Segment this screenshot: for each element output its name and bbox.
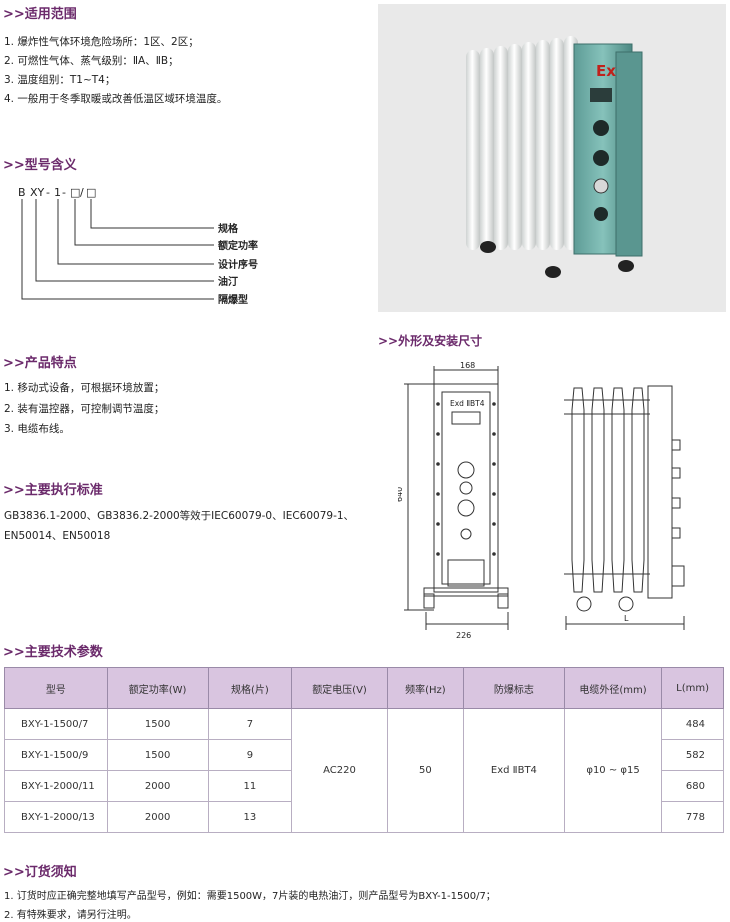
feature-item-3: 3. 电缆布线。 [4,423,70,435]
table-row: BXY-1-1500/7 1500 7 AC220 50 Exd ⅡBT4 φ1… [4,708,724,833]
code-part-b: B [18,186,26,199]
cell-voltage: AC220 [291,708,388,833]
code-label-power: 额定功率 [218,239,258,252]
cell-frequency: 50 [386,708,464,833]
oil-heater-photo: Ex [466,36,643,278]
model-code-diagram: B XY - 1 - □ / □ 规格 额定功率 设计序号 油汀 隔爆型 [18,186,258,306]
standards-line-1: GB3836.1-2000、GB3836.2-2000等效于IEC60079-0… [4,510,355,522]
code-label-oil: 油汀 [218,275,238,288]
order-item-2: 2. 有特殊要求，请另行注明。 [4,910,137,921]
header-frequency: 频率(Hz) [386,667,464,709]
header-pieces: 规格(片) [207,667,293,709]
dimensions-title: >>外形及安装尺寸 [378,334,483,348]
cell-ex-mark: Exd ⅡBT4 [462,708,565,833]
table-row: BXY-1-2000/11 2000 11 680 [4,770,724,802]
code-part-xy: XY [30,186,45,199]
front-height-label: 640 [398,487,404,502]
feature-item-2: 2. 装有温控器，可控制调节温度； [4,403,165,415]
front-view-drawing: 168 Exd ⅡBT4 640 226 [398,362,509,640]
order-item-1: 1. 订货时应正确完整地填写产品型号，例如：需要1500W，7片装的电热油汀，则… [4,891,496,902]
cell-model: BXY-1-1500/9 [4,739,108,771]
code-part-slash: / [80,186,84,199]
side-view-drawing: L [564,385,685,630]
heater-fins [466,36,578,250]
cell-L: 680 [661,770,724,802]
model-meaning-title: >>型号含义 [3,158,77,173]
front-width-top-label: 168 [460,362,475,370]
scope-title: >>适用范围 [3,7,77,22]
ex-mark: Ex [596,62,616,80]
scope-item-1: 1. 爆炸性气体环境危险场所：1区、2区； [4,36,199,48]
header-L: L(mm) [661,667,724,709]
cell-power: 1500 [106,739,209,771]
scope-item-2: 2. 可燃性气体、蒸气级别：ⅡA、ⅡB； [4,55,179,67]
scope-item-3: 3. 温度组别：T1~T4； [4,74,116,86]
code-part-dash1: - [46,186,50,199]
product-photo: Ex [378,4,726,312]
feature-item-1: 1. 移动式设备，可根据环境放置； [4,382,165,394]
specs-title: >>主要技术参数 [3,645,103,660]
header-voltage: 额定电压(V) [291,667,388,709]
side-length-label: L [624,614,629,623]
header-ex-mark: 防爆标志 [462,667,565,709]
cell-model: BXY-1-2000/11 [4,770,108,802]
header-model: 型号 [4,667,108,709]
cell-power: 1500 [106,708,209,740]
code-part-1: 1 [54,186,61,199]
cell-model: BXY-1-1500/7 [4,708,108,740]
cell-L: 778 [661,801,724,833]
cell-pieces: 11 [207,770,293,802]
cell-L: 484 [661,708,724,740]
scope-item-4: 4. 一般用于冬季取暖或改善低温区域环境温度。 [4,93,228,105]
order-title: >>订货须知 [3,865,77,880]
code-label-explosion: 隔爆型 [218,293,248,306]
code-part-box2: □ [86,186,96,199]
cell-cable: φ10 ~ φ15 [563,708,663,833]
specs-table: 型号 额定功率(W) 规格(片) 额定电压(V) 频率(Hz) 防爆标志 电缆外… [4,667,724,833]
code-part-dash2: - [62,186,66,199]
table-row: BXY-1-2000/13 2000 13 778 [4,801,724,833]
front-plate-label: Exd ⅡBT4 [450,399,485,408]
front-width-bottom-label: 226 [456,631,471,640]
cell-pieces: 9 [207,739,293,771]
specs-header-row: 型号 额定功率(W) 规格(片) 额定电压(V) 频率(Hz) 防爆标志 电缆外… [4,667,724,709]
cell-L: 582 [661,739,724,771]
header-cable: 电缆外径(mm) [563,667,663,709]
cell-power: 2000 [106,801,209,833]
standards-title: >>主要执行标准 [3,483,103,498]
header-power: 额定功率(W) [106,667,209,709]
code-part-box1: □ [70,186,80,199]
standards-line-2: EN50014、EN50018 [4,530,111,542]
features-title: >>产品特点 [3,356,77,371]
cell-power: 2000 [106,770,209,802]
code-label-spec: 规格 [218,222,239,235]
code-label-design: 设计序号 [218,258,258,271]
cell-model: BXY-1-2000/13 [4,801,108,833]
cell-pieces: 13 [207,801,293,833]
cell-pieces: 7 [207,708,293,740]
